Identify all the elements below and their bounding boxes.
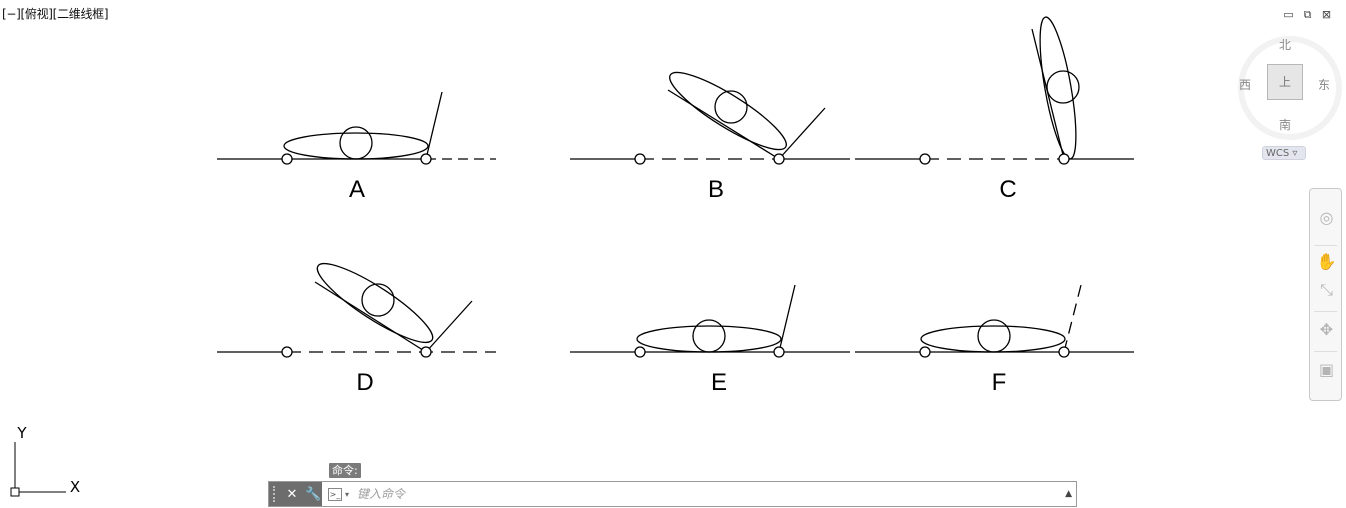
showmotion-icon[interactable]: ▣ <box>1318 360 1335 379</box>
viewcube-south[interactable]: 南 <box>1279 118 1292 132</box>
command-history-icon[interactable]: ▲ <box>1065 489 1072 499</box>
viewcube-compass-ring[interactable] <box>1238 36 1342 140</box>
command-input[interactable] <box>355 486 1066 502</box>
ucs-x-label: X <box>70 478 80 496</box>
customize-wrench-icon[interactable]: 🔧 <box>305 486 322 502</box>
diagram-label-c: C <box>999 176 1016 203</box>
diagram-f: F <box>855 284 1134 396</box>
drag-grip-icon[interactable] <box>273 486 279 502</box>
recent-commands-icon[interactable]: >_ <box>328 487 342 501</box>
diagram-label-a: A <box>349 176 365 203</box>
diagram-label-d: D <box>356 369 373 396</box>
navigation-bar: ◎ ✋ ⤡ ✥ ▣ <box>1309 188 1342 401</box>
orbit-icon[interactable]: ✥ <box>1319 320 1334 339</box>
command-tooltip: 命令: <box>329 463 361 478</box>
diagram-d: D <box>217 262 496 396</box>
viewcube[interactable]: 北 南 东 西 上 WCS ▿ <box>1230 30 1342 170</box>
viewcube-top-face[interactable]: 上 <box>1267 64 1303 100</box>
zoom-extents-icon[interactable]: ⤡ <box>1320 280 1333 299</box>
viewport-window-controls: ▭ ⧉ ⊠ <box>1282 8 1333 21</box>
close-command-line-icon[interactable]: ✕ <box>286 486 298 502</box>
minimize-icon[interactable]: ▭ <box>1283 8 1294 21</box>
wcs-menu[interactable]: WCS ▿ <box>1262 146 1306 160</box>
diagram-e: E <box>570 284 850 396</box>
viewcube-east[interactable]: 东 <box>1318 78 1331 92</box>
close-icon[interactable]: ⊠ <box>1321 8 1332 21</box>
viewcube-north[interactable]: 北 <box>1279 38 1292 52</box>
diagram-label-b: B <box>708 176 724 203</box>
diagram-c: C <box>855 16 1134 203</box>
command-line: ✕ 🔧 >_ ▾ ▲ <box>268 481 1077 507</box>
command-line-controls: ✕ 🔧 <box>269 482 322 506</box>
diagram-a: A <box>217 91 496 203</box>
ucs-icon: Y X <box>10 424 80 497</box>
ucs-y-label: Y <box>16 424 27 442</box>
viewcube-west[interactable]: 西 <box>1239 78 1252 92</box>
viewport-label[interactable]: [−][俯视][二维线框] <box>2 7 109 21</box>
recent-commands-dropdown-icon[interactable]: ▾ <box>345 489 350 499</box>
diagram-label-e: E <box>711 369 727 396</box>
pan-hand-icon[interactable]: ✋ <box>1316 252 1337 271</box>
diagram-b: B <box>570 71 850 203</box>
diagram-label-f: F <box>992 369 1007 396</box>
restore-icon[interactable]: ⧉ <box>1303 8 1312 21</box>
steering-wheel-icon[interactable]: ◎ <box>1319 208 1334 227</box>
